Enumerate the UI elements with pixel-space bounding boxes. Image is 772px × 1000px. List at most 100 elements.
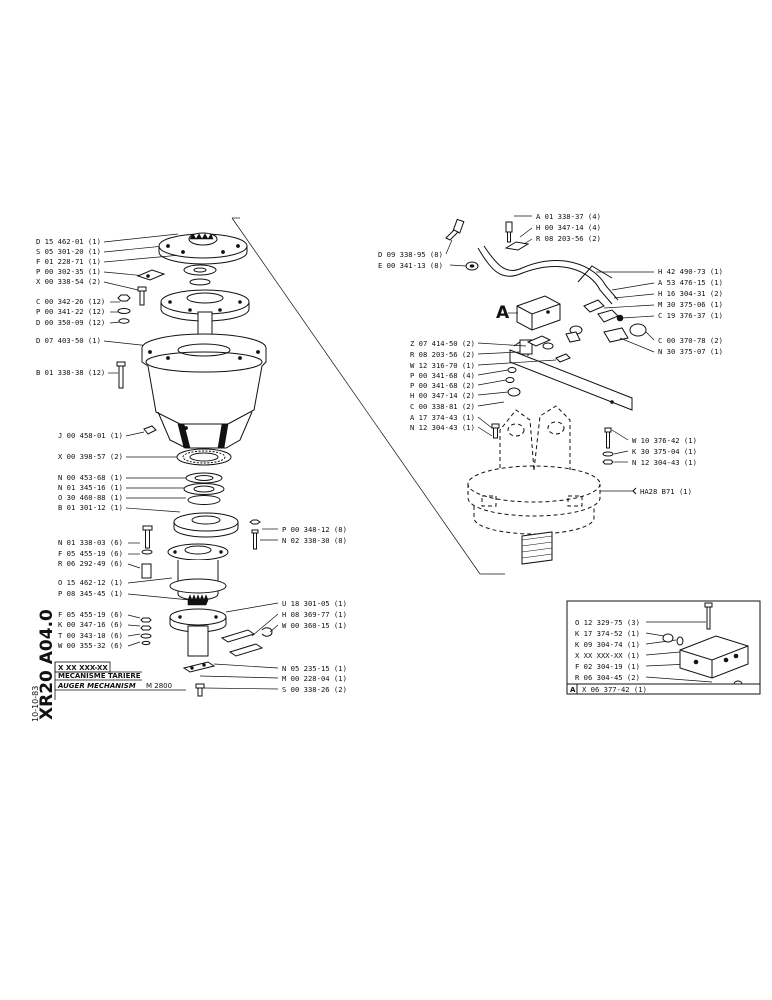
part-label: H 00 347-14 (2) xyxy=(410,391,475,400)
part-label: P 00 341-68 (4) xyxy=(410,371,475,380)
washer xyxy=(189,278,211,286)
part-label: K 30 375-04 (1) xyxy=(632,447,697,456)
part-label: N 01 345-16 (1) xyxy=(58,483,123,492)
grease-nipple xyxy=(143,425,157,435)
part-label: P 00 341-68 (2) xyxy=(410,381,475,390)
part-label: C 00 338-81 (2) xyxy=(410,402,475,411)
part-label: M 30 375-06 (1) xyxy=(658,300,723,309)
center-leader-lines xyxy=(199,528,279,690)
bearing-cap xyxy=(173,512,239,538)
part-label: A 01 338-37 (4) xyxy=(536,212,601,221)
hydraulic-assembly: A xyxy=(445,218,647,565)
part-label: P 08 345-45 (1) xyxy=(58,589,123,598)
part-label: A 17 374-43 (1) xyxy=(410,413,475,422)
fitting xyxy=(526,335,571,363)
right-side-label-group: H 42 490-73 (1) A 53 476-15 (1) H 16 304… xyxy=(596,267,723,356)
part-label: A 53 476-15 (1) xyxy=(658,278,723,287)
sheet-code: XR20 A04.0 xyxy=(37,609,57,720)
part-label: W 10 376-42 (1) xyxy=(632,436,697,445)
part-label: N 12 304-43 (1) xyxy=(632,458,697,467)
part-label: O 15 462-12 (1) xyxy=(58,578,123,587)
part-label: F 05 455-19 (6) xyxy=(58,549,123,558)
title-fr: MECANISME TARIERE xyxy=(58,672,141,680)
part-label: Z 07 414-50 (2) xyxy=(410,339,475,348)
part-label: N 05 235-15 (1) xyxy=(282,664,347,673)
part-label: B 01 301-12 (1) xyxy=(58,503,123,512)
main-housing xyxy=(141,333,267,449)
bolt-set xyxy=(141,525,153,579)
inset-detail-a: O 12 329-75 (3) K 17 374-52 (1) K 09 304… xyxy=(566,600,761,695)
middle-flange xyxy=(160,289,250,322)
screw xyxy=(249,519,261,550)
reference-line xyxy=(231,217,481,575)
part-label: X 00 398-57 (2) xyxy=(58,452,123,461)
center-label-column: P 00 348-12 (8) N 02 338-30 (8) U 18 301… xyxy=(282,525,347,694)
hydraulic-pipe xyxy=(477,247,613,305)
inset-ref-letter: A xyxy=(570,686,576,694)
part-label: H 00 347-14 (4) xyxy=(536,223,601,232)
part-label: F 05 455-19 (6) xyxy=(58,610,123,619)
part-label: O 12 329-75 (3) xyxy=(575,618,640,627)
part-label: X XX XXX-XX (1) xyxy=(575,651,640,660)
pin xyxy=(228,643,264,657)
part-label: N 02 338-30 (8) xyxy=(282,536,347,545)
bolt xyxy=(505,221,513,243)
part-label: E 00 341-13 (8) xyxy=(378,261,443,270)
part-label: R 08 203-56 (2) xyxy=(410,350,475,359)
plate xyxy=(182,661,216,673)
part-label: N 00 453-68 (1) xyxy=(58,473,123,482)
gearbox-exploded-assembly xyxy=(116,232,273,697)
part-label: D 09 338-95 (8) xyxy=(378,250,443,259)
part-label: P 00 302-35 (1) xyxy=(36,267,101,276)
screw xyxy=(195,683,205,697)
part-label: S 05 301-20 (1) xyxy=(36,247,101,256)
part-label: R 06 292-49 (6) xyxy=(58,559,123,568)
bolt xyxy=(491,423,500,439)
nut xyxy=(507,367,517,373)
part-label: W 12 316-70 (1) xyxy=(410,361,475,370)
part-label: M 00 228-04 (1) xyxy=(282,674,347,683)
ring xyxy=(187,495,221,505)
bolt xyxy=(137,286,147,306)
bolt xyxy=(116,361,126,389)
part-label: F 02 304-19 (1) xyxy=(575,662,640,671)
nut-column xyxy=(140,617,152,646)
clip xyxy=(261,627,273,637)
callout-a: A xyxy=(496,303,510,323)
part-label: W 00 360-15 (1) xyxy=(282,621,347,630)
part-label: H 42 490-73 (1) xyxy=(658,267,723,276)
middle-label-group: Z 07 414-50 (2) R 08 203-56 (2) W 12 316… xyxy=(410,339,557,437)
part-label: C 00 370-78 (2) xyxy=(658,336,723,345)
part-label: B 01 338-38 (12) xyxy=(36,368,105,377)
left-leader-lines xyxy=(103,233,193,647)
inset-valve-block xyxy=(662,602,749,688)
title-block: XR20 A04.0 10-10-83 X XX XXX-XX MECANISM… xyxy=(31,609,186,722)
part-label: U 18 301-05 (1) xyxy=(282,599,347,608)
part-label: J 00 458-01 (1) xyxy=(58,431,123,440)
part-label: N 01 338-03 (6) xyxy=(58,538,123,547)
part-label: R 08 203-56 (2) xyxy=(536,234,601,243)
sheet-date: 10-10-83 xyxy=(31,686,40,722)
part-label: P 00 348-12 (8) xyxy=(282,525,347,534)
part-label: H 16 304-31 (2) xyxy=(658,289,723,298)
top-flange xyxy=(158,232,248,265)
part-label: HA28 B71 (1) xyxy=(640,487,692,496)
part-label: D 15 462-01 (1) xyxy=(36,237,101,246)
part-label: H 08 369-77 (1) xyxy=(282,610,347,619)
mounting-arm xyxy=(509,339,633,411)
bolt xyxy=(445,218,465,241)
part-label: D 00 350-09 (12) xyxy=(36,318,105,327)
bearing xyxy=(176,448,232,466)
part-label: R 06 304-45 (2) xyxy=(575,673,640,682)
part-number-field: X XX XXX-XX xyxy=(58,664,108,672)
part-label: K 09 304-74 (1) xyxy=(575,640,640,649)
bolt xyxy=(602,427,614,465)
pin xyxy=(220,629,256,643)
part-label: F 01 228-71 (1) xyxy=(36,257,101,266)
part-label: K 00 347-16 (6) xyxy=(58,620,123,629)
part-label: C 19 376-37 (1) xyxy=(658,311,723,320)
turntable-motor xyxy=(467,405,601,565)
bracket xyxy=(136,269,166,281)
lower-right-label-group: W 10 376-42 (1) K 30 375-04 (1) N 12 304… xyxy=(600,429,697,496)
